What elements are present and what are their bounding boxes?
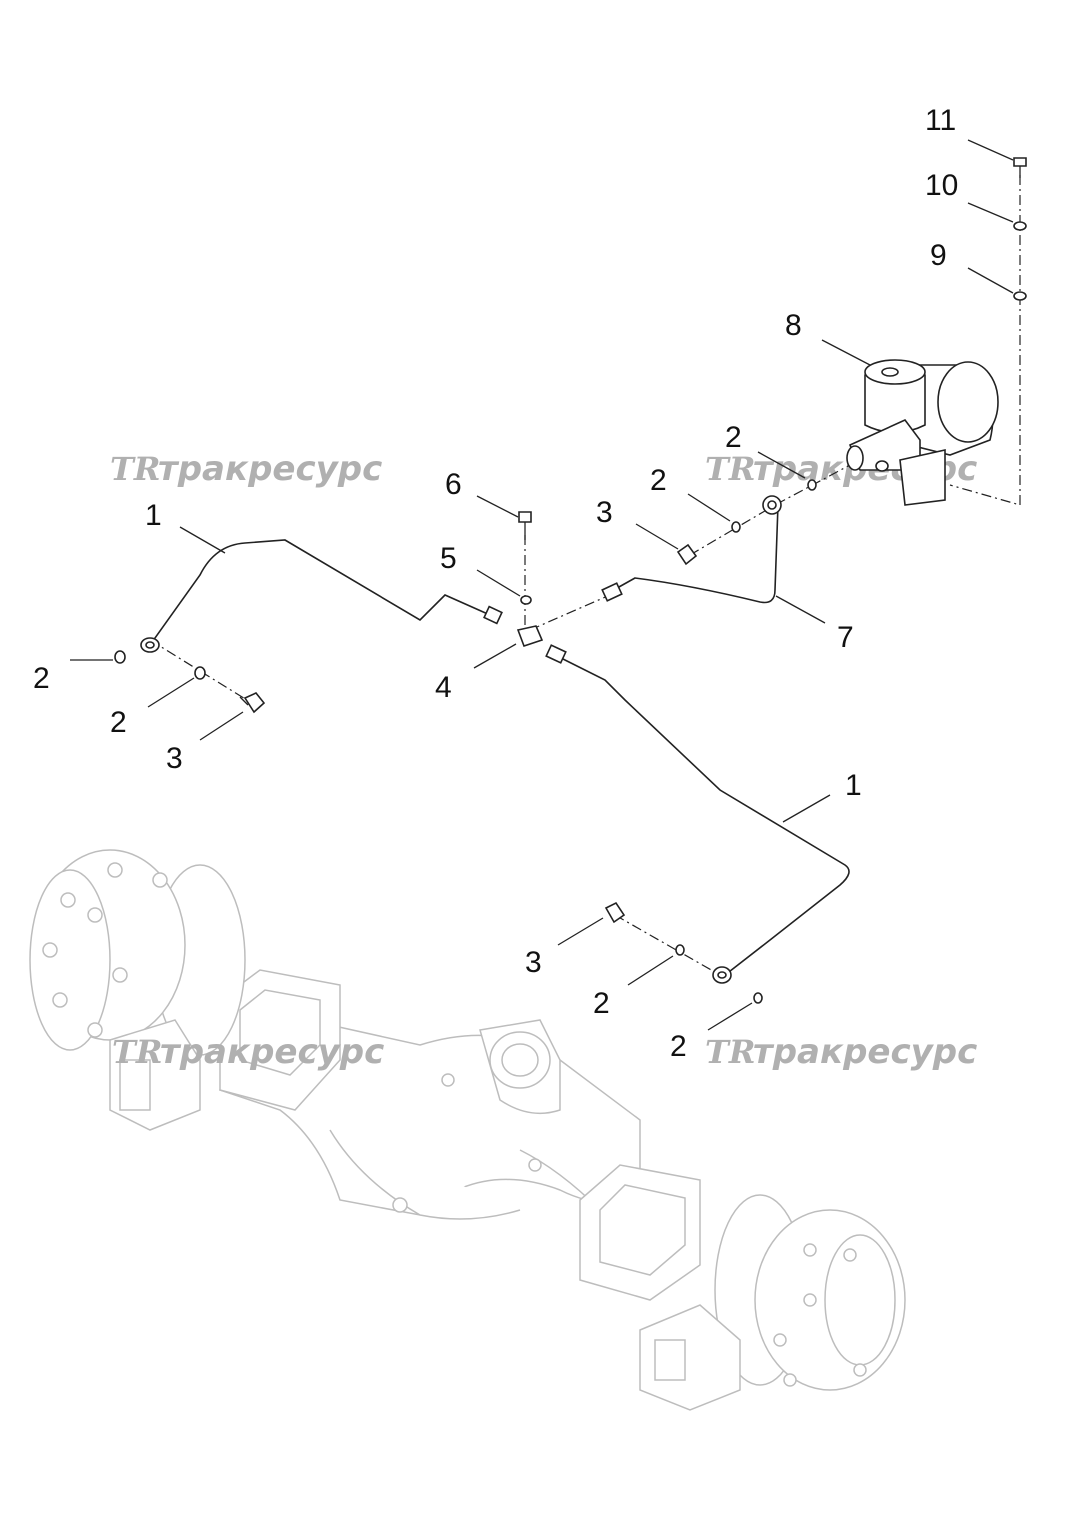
callout-4: 4 (435, 671, 452, 704)
callout-2-upper-right: 2 (725, 421, 742, 454)
washer-9 (1013, 291, 1027, 301)
master-cylinder (846, 359, 999, 506)
callout-5: 5 (440, 542, 457, 575)
washer-lower-a (675, 944, 685, 956)
svg-text:тракресурс: тракресурс (158, 449, 382, 489)
washer-mid-right-a (731, 521, 741, 533)
callout-2-mid-right: 2 (650, 464, 667, 497)
svg-text:TR: TR (705, 450, 755, 488)
callout-2-lower-b: 2 (670, 1030, 687, 1063)
svg-text:TR: TR (110, 450, 160, 488)
watermark-bottom-right: TR тракресурс (705, 1032, 977, 1072)
banjo-bolt-lower (604, 901, 626, 924)
callout-8: 8 (785, 309, 802, 342)
washer-mid-right-b (807, 479, 817, 491)
svg-text:тракресурс: тракресурс (753, 1032, 977, 1072)
tee-fitting (483, 582, 623, 664)
svg-text:TR: TR (112, 1033, 162, 1071)
callout-10: 10 (925, 169, 958, 202)
callout-9: 9 (930, 239, 947, 272)
callout-2-left-b: 2 (110, 706, 127, 739)
watermark-bottom-left: TR тракресурс (112, 1032, 384, 1072)
callout-1-right: 1 (845, 769, 862, 802)
callout-3-lower: 3 (525, 946, 542, 979)
callout-6: 6 (445, 468, 462, 501)
banjo-fitting-upper (762, 495, 782, 515)
washer-5 (520, 595, 532, 605)
callout-3-mid-right: 3 (596, 496, 613, 529)
svg-text:тракресурс: тракресурс (160, 1032, 384, 1072)
washer-left-a (114, 650, 126, 664)
banjo-fitting-lower (712, 966, 732, 984)
banjo-bolt-mid (676, 543, 698, 566)
callout-11: 11 (925, 104, 956, 137)
callout-7: 7 (837, 621, 854, 654)
washer-10 (1013, 221, 1027, 231)
brake-pipe-right (554, 654, 850, 976)
svg-text:TR: TR (705, 1033, 755, 1071)
callout-3-left: 3 (166, 742, 183, 775)
assembly-centerlines (149, 175, 1021, 976)
bolt-11 (1013, 157, 1027, 178)
axle-assembly-ghost (29, 849, 906, 1411)
washer-left-b (194, 666, 206, 680)
callout-2-lower-a: 2 (593, 987, 610, 1020)
brake-pipe-upper (609, 504, 779, 604)
washer-lower-b (753, 992, 763, 1004)
banjo-fitting-left (140, 637, 160, 653)
watermark-top-left: TR тракресурс (110, 449, 382, 489)
bolt-6 (518, 511, 532, 540)
callout-2-left-a: 2 (33, 662, 50, 695)
banjo-bolt-left (239, 692, 266, 714)
leader-lines (70, 139, 1014, 1031)
callout-1-left: 1 (145, 499, 162, 532)
callout-labels: 11 10 9 8 2 2 3 6 5 4 7 1 2 2 3 1 3 2 2 (33, 104, 958, 1063)
brake-pipe-left (149, 539, 491, 646)
